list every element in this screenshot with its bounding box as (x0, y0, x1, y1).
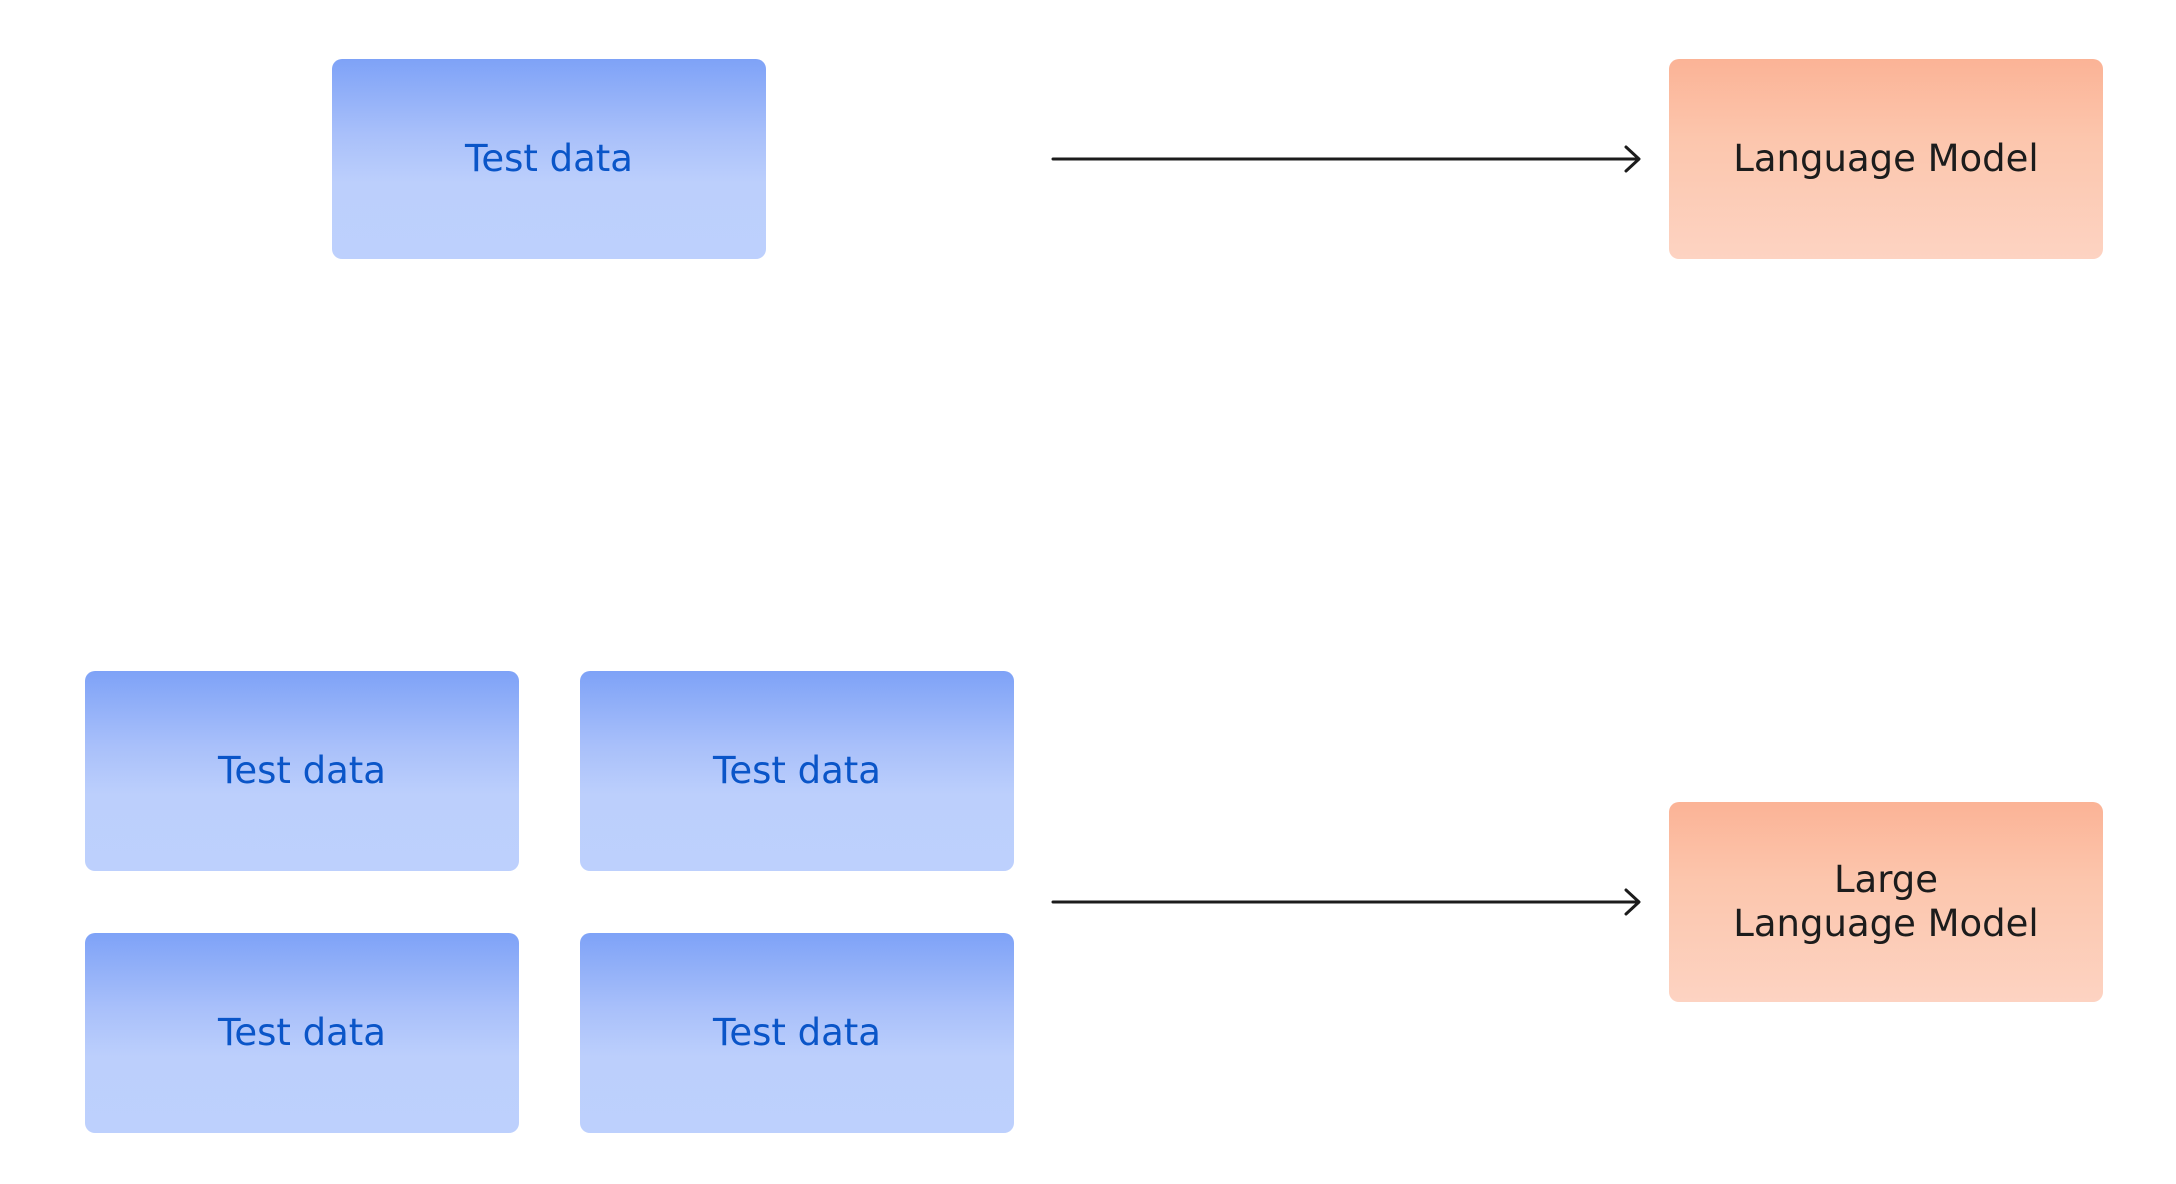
test-data-label: Test data (218, 1011, 386, 1054)
arrow-top (1051, 145, 1641, 173)
large-language-model-label: Large Language Model (1733, 858, 2039, 945)
arrow-bottom (1051, 888, 1641, 916)
test-data-label: Test data (218, 749, 386, 792)
large-language-model-box: Large Language Model (1669, 802, 2103, 1002)
language-model-box: Language Model (1669, 59, 2103, 259)
test-data-label: Test data (465, 137, 633, 180)
language-model-label: Language Model (1733, 137, 2039, 180)
test-data-box-top: Test data (332, 59, 766, 259)
test-data-label: Test data (713, 1011, 881, 1054)
test-data-box-1: Test data (85, 671, 519, 871)
test-data-box-2: Test data (580, 671, 1014, 871)
test-data-box-4: Test data (580, 933, 1014, 1133)
test-data-label: Test data (713, 749, 881, 792)
test-data-box-3: Test data (85, 933, 519, 1133)
